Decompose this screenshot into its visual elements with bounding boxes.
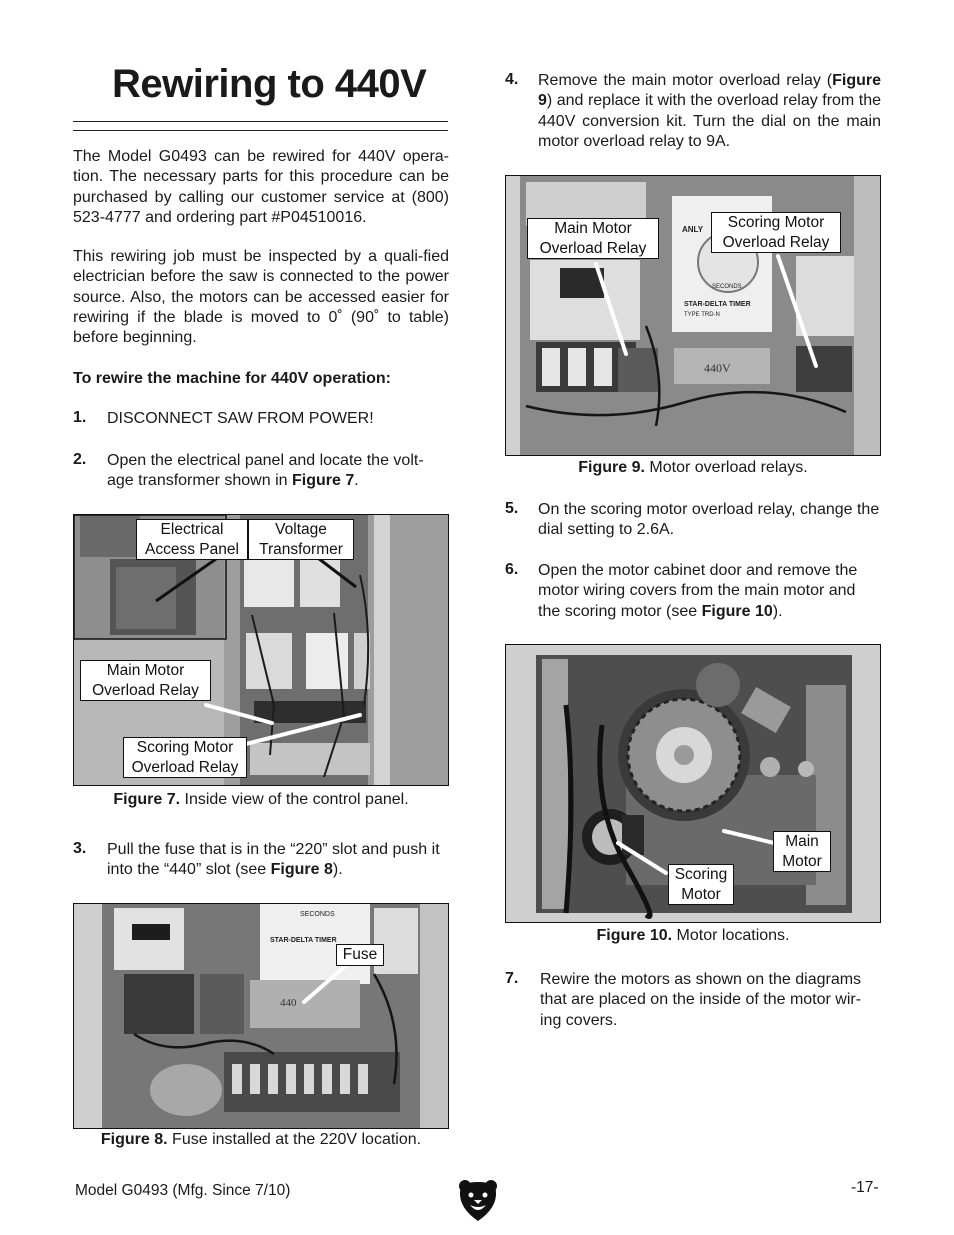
- step-number: 1.: [73, 409, 87, 426]
- grizzly-bear-logo-icon: [457, 1178, 499, 1222]
- step-text: Pull the fuse that is in the “220” slot …: [107, 841, 440, 879]
- slot-label: 440: [280, 997, 297, 1009]
- step-text: Rewire the motors as shown on the diagra…: [540, 971, 862, 1029]
- figure-8-caption: Figure 8. Fuse installed at the 220V loc…: [100, 1131, 422, 1148]
- step-text: On the scoring motor overload relay, cha…: [538, 501, 880, 539]
- step-4: 4. Remove the main motor overload relay …: [505, 71, 881, 152]
- figure-7-photo: Electrical Access Panel Voltage Transfor…: [73, 514, 449, 786]
- seconds-label: SECONDS: [712, 284, 742, 290]
- callout-main-motor: Main Motor: [773, 831, 831, 872]
- callout-scoring-motor: Scoring Motor: [668, 864, 734, 905]
- step-1: 1. DISCONNECT SAW FROM POWER!: [73, 409, 449, 429]
- step-5: 5. On the scoring motor overload relay, …: [505, 500, 881, 541]
- step-number: 6.: [505, 561, 519, 578]
- timer-label: STAR-DELTA TIMER: [270, 937, 337, 944]
- figure-9-caption: Figure 9. Motor overload relays.: [578, 459, 808, 476]
- step-number: 5.: [505, 500, 519, 517]
- step-text: Open the electrical panel and locate the…: [107, 452, 424, 490]
- footer-page-number: -17-: [851, 1179, 879, 1196]
- step-3: 3. Pull the fuse that is in the “220” sl…: [73, 840, 449, 881]
- figure-reference: Figure 9: [538, 72, 881, 110]
- callout-electrical-access-panel: Electrical Access Panel: [136, 519, 248, 560]
- step-text: Remove the main motor overload relay (Fi…: [538, 72, 881, 150]
- figure-reference: Figure 10: [701, 602, 773, 620]
- figure-10-photo: Main Motor Scoring Motor: [505, 644, 881, 923]
- seconds-label: SECONDS: [300, 911, 335, 918]
- intro-paragraph-1: The Model G0493 can be rewired for 440V …: [73, 148, 449, 226]
- step-text: DISCONNECT SAW FROM POWER!: [107, 410, 374, 427]
- motor-cabinet-photo: [506, 645, 880, 922]
- procedure-heading: To rewire the machine for 440V operation…: [73, 370, 391, 387]
- figure-reference: Figure 7: [291, 472, 355, 490]
- figure-label: Figure 9.: [578, 459, 645, 476]
- figure-9-photo: ANLY SECONDS STAR-DELTA TIMER TYPE TRD-N…: [505, 175, 881, 456]
- callout-fuse: Fuse: [336, 944, 384, 966]
- step-7: 7. Rewire the motors as shown on the dia…: [505, 970, 881, 1031]
- step-number: 3.: [73, 840, 87, 857]
- model-label: TYPE TRD-N: [684, 312, 720, 318]
- step-6: 6. Open the motor cabinet door and remov…: [505, 561, 881, 622]
- timer-label: STAR-DELTA TIMER: [684, 301, 751, 308]
- step-2: 2. Open the electrical panel and locate …: [73, 451, 449, 492]
- step-number: 7.: [505, 970, 519, 987]
- page-title: Rewiring to 440V: [112, 62, 427, 106]
- callout-voltage-transformer: Voltage Transformer: [248, 519, 354, 560]
- figure-label: Figure 8.: [100, 1131, 168, 1148]
- brand-label: ANLY: [682, 225, 704, 234]
- figure-8-photo: STAR-DELTA TIMER SECONDS 440 Fuse: [73, 903, 449, 1129]
- figure-label: Figure 7.: [113, 791, 181, 808]
- callout-scoring-motor-overload-relay: Scoring Motor Overload Relay: [123, 737, 247, 778]
- callout-scoring-motor-overload-relay: Scoring Motor Overload Relay: [711, 212, 841, 253]
- slot-label: 440V: [704, 361, 731, 375]
- title-rule-bottom: [73, 130, 448, 131]
- step-number: 4.: [505, 71, 519, 88]
- title-rule-top: [73, 121, 448, 122]
- callout-main-motor-overload-relay: Main Motor Overload Relay: [527, 218, 659, 259]
- figure-10-caption: Figure 10. Motor locations.: [596, 927, 790, 944]
- step-number: 2.: [73, 451, 87, 468]
- step-text: Open the motor cabinet door and remove t…: [538, 562, 858, 620]
- fuse-photo: STAR-DELTA TIMER SECONDS 440: [74, 904, 448, 1128]
- figure-reference: Figure 8: [270, 861, 333, 879]
- intro-paragraph-2: This rewiring job must be inspected by a…: [73, 248, 449, 347]
- figure-label: Figure 10.: [596, 927, 673, 944]
- figure-7-caption: Figure 7. Inside view of the control pan…: [113, 791, 409, 808]
- control-panel-photo: [74, 515, 448, 785]
- callout-main-motor-overload-relay: Main Motor Overload Relay: [80, 660, 211, 701]
- footer-model: Model G0493 (Mfg. Since 7/10): [75, 1182, 291, 1199]
